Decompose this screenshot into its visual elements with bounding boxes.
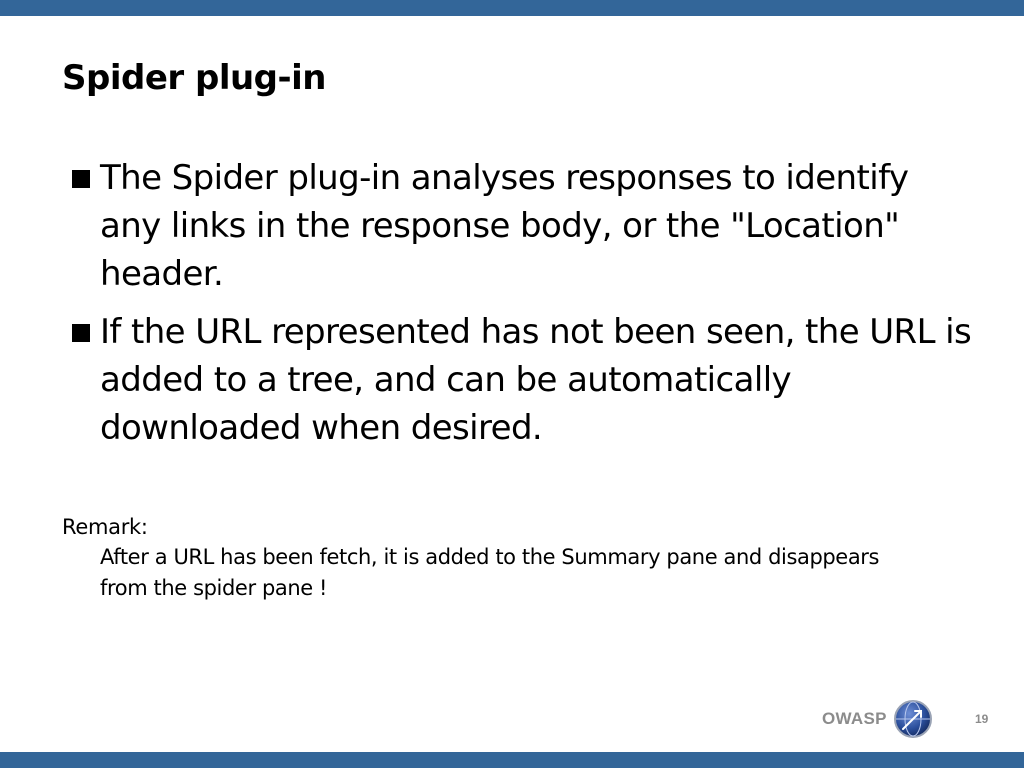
owasp-logo: OWASP xyxy=(822,698,933,740)
top-accent-bar xyxy=(0,0,1024,16)
bullet-text: The Spider plug-in analyses responses to… xyxy=(100,158,909,294)
logo-text: OWASP xyxy=(822,709,887,728)
remark-label: Remark: xyxy=(62,515,148,539)
bullet-text: If the URL represented has not been seen… xyxy=(100,312,972,448)
bullet-item: If the URL represented has not been seen… xyxy=(72,308,972,452)
square-bullet-icon xyxy=(72,170,90,188)
bullet-list: The Spider plug-in analyses responses to… xyxy=(72,154,972,462)
page-number: 19 xyxy=(975,712,989,726)
remark-block: Remark: After a URL has been fetch, it i… xyxy=(62,512,962,604)
bullet-item: The Spider plug-in analyses responses to… xyxy=(72,154,972,298)
owasp-globe-icon xyxy=(893,700,932,738)
bottom-accent-bar xyxy=(0,752,1024,768)
square-bullet-icon xyxy=(72,324,90,342)
slide-title: Spider plug-in xyxy=(62,58,327,98)
remark-text: After a URL has been fetch, it is added … xyxy=(100,545,880,600)
